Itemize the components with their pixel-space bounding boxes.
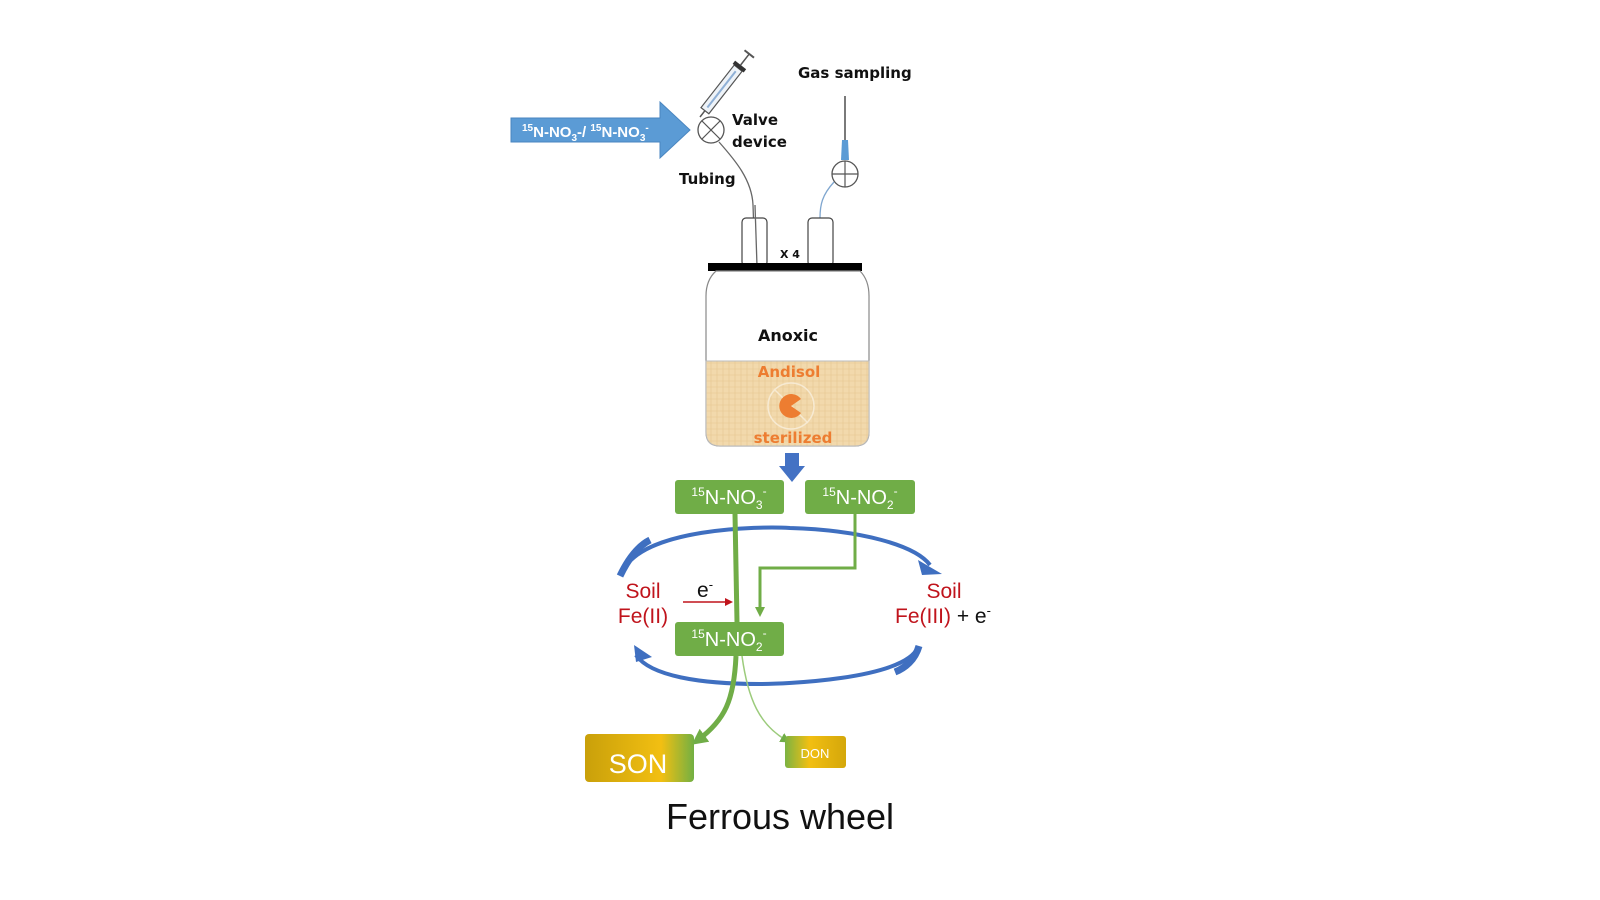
nitrate-box: 15N-NO3- <box>675 480 784 514</box>
gas-tubing-line <box>819 181 835 219</box>
headspace-label: Anoxic <box>758 326 818 345</box>
tubing-inner <box>754 204 758 267</box>
tubing-label: Tubing <box>679 170 736 188</box>
valve-label-line1: Valve <box>732 111 778 129</box>
valve-icon <box>697 116 725 144</box>
diagram-title: Ferrous wheel <box>666 796 894 837</box>
pathway-arrows <box>691 513 857 745</box>
inlet-port <box>741 217 768 267</box>
nitrite-box-top-label: 15N-NO2- <box>822 484 897 512</box>
gas-sampling-needle-icon <box>841 96 849 160</box>
soil-fe2-label-line2: Fe(II) <box>618 605 668 628</box>
nitrite-box-center-label: 15N-NO2- <box>691 626 766 654</box>
son-box: SON <box>585 734 694 782</box>
valve-label-line2: device <box>732 133 787 151</box>
don-label: DON <box>801 746 830 761</box>
gas-sampling-label: Gas sampling <box>798 64 912 82</box>
nitrite-box-center: 15N-NO2- <box>675 622 784 656</box>
soil-fe2-label-line1: Soil <box>625 580 660 603</box>
ferrous-wheel-cycle <box>616 525 942 687</box>
incubation-bottle <box>705 270 870 447</box>
bottle-lid <box>708 263 862 271</box>
tubing-line <box>718 141 756 263</box>
nitrite-box-top: 15N-NO2- <box>805 480 915 514</box>
inlet-arrow-label: 15N-NO3-/ 15N-NO3- <box>522 123 649 144</box>
soil-label: Andisol <box>758 363 821 381</box>
son-label: SON <box>609 749 668 779</box>
syringe-icon <box>699 49 755 118</box>
soil-fe3-label-line1: Soil <box>926 580 961 603</box>
down-arrow <box>779 453 805 482</box>
sterilized-microbe-icon <box>767 382 815 430</box>
inlet-arrow: 15N-NO3-/ 15N-NO3- <box>510 100 691 160</box>
don-box: DON <box>785 736 846 768</box>
replicate-label: X 4 <box>780 248 800 261</box>
electron-label: e- <box>697 577 713 602</box>
nitrate-box-label: 15N-NO3- <box>691 484 766 512</box>
gas-port <box>807 217 834 267</box>
gas-valve-icon <box>831 160 859 188</box>
treatment-label: sterilized <box>754 429 833 447</box>
soil-fe3-label-line2: Fe(III) + e- <box>895 603 991 628</box>
